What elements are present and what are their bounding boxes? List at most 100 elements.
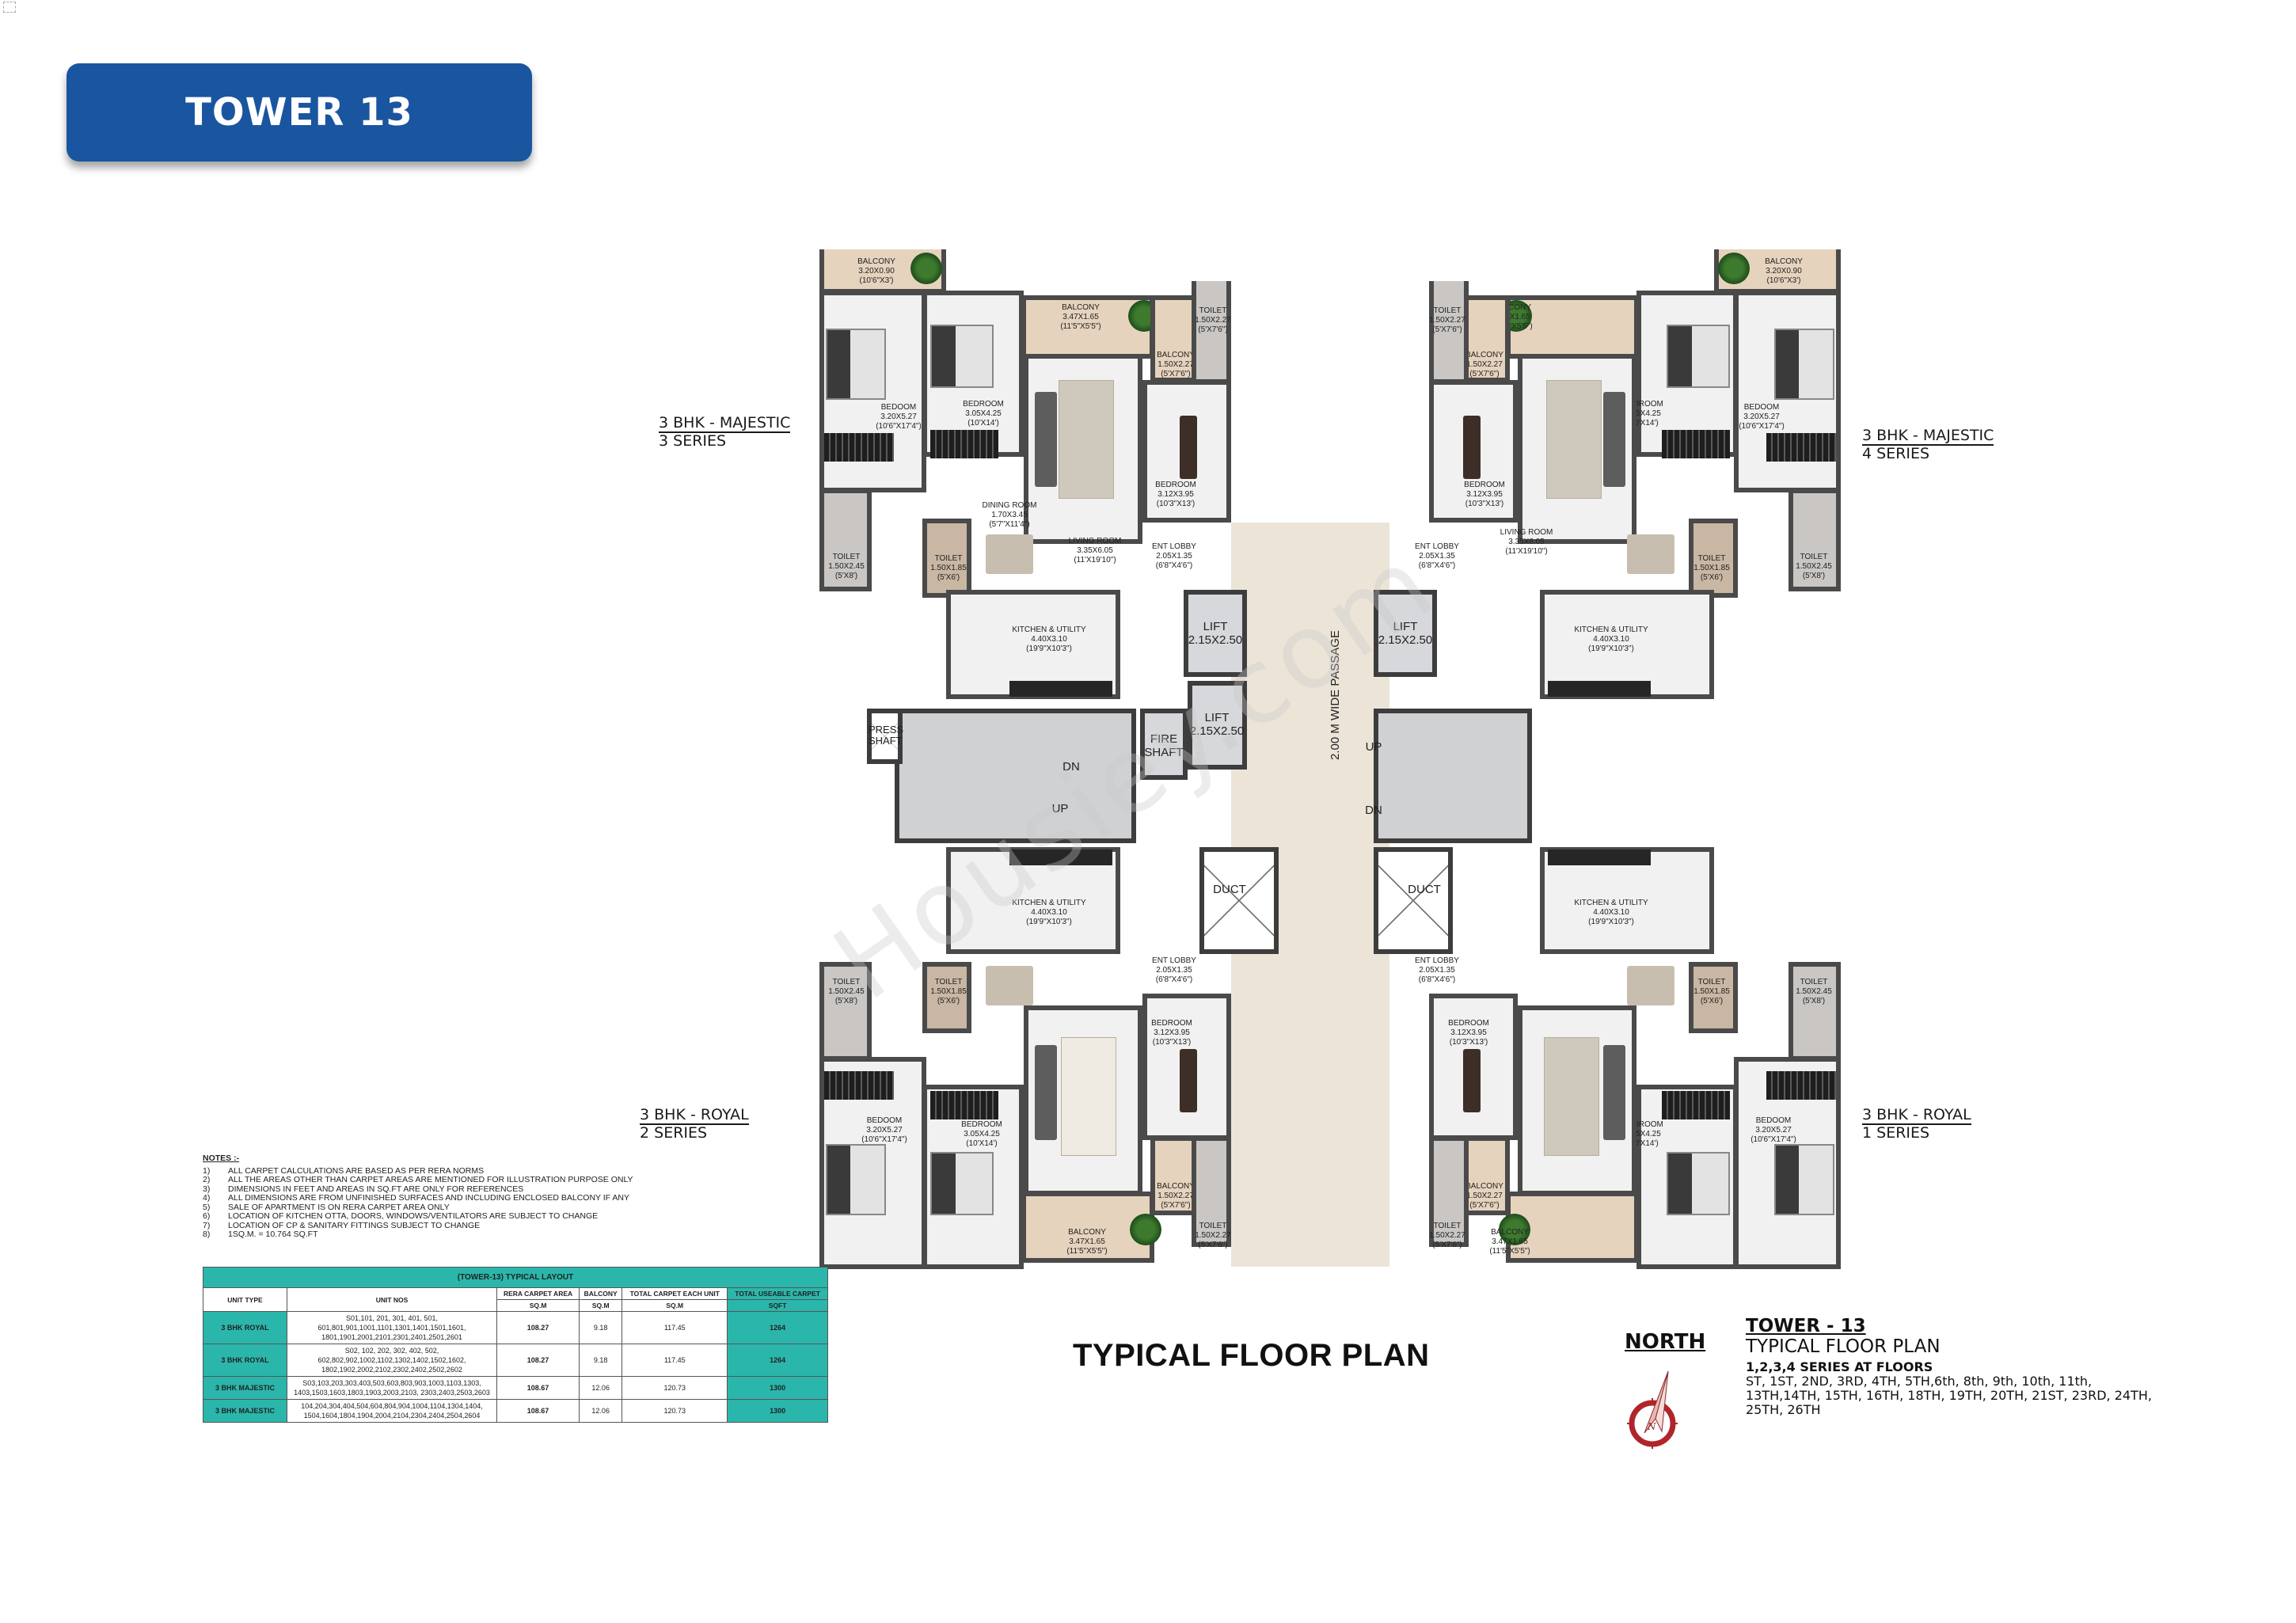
rug-icon xyxy=(1061,1037,1116,1156)
wardrobe-icon xyxy=(1766,1071,1836,1100)
note-item: 3)DIMENSIONS IN FEET AND AREAS IN SQ.FT … xyxy=(203,1184,524,1194)
wardrobe-icon xyxy=(930,1091,998,1119)
stair-dn-label: DN xyxy=(1365,804,1382,817)
bed-icon xyxy=(1667,1152,1730,1215)
dining-table-icon xyxy=(986,534,1033,574)
note-item: 5)SALE OF APARTMENT IS ON RERA CARPET AR… xyxy=(203,1202,450,1212)
unit-tag-royal-1: 3 BHK - ROYAL 1 SERIES xyxy=(1862,1107,1971,1141)
dining-table-icon xyxy=(986,966,1033,1005)
tower-title: TOWER 13 xyxy=(185,90,413,135)
wardrobe-icon xyxy=(824,1071,894,1100)
toilet-tr-b xyxy=(1689,519,1738,598)
svg-text:N: N xyxy=(1647,1421,1656,1432)
wardrobe-icon xyxy=(1662,1091,1730,1119)
col-header-usable: TOTAL USEABLE CARPET xyxy=(727,1287,828,1300)
staircase-left xyxy=(895,709,1136,843)
rug-icon xyxy=(1059,380,1114,499)
toilet-br-c xyxy=(1429,1136,1469,1247)
toilet-tr-c xyxy=(1429,281,1469,384)
unit-label: SQ.M xyxy=(622,1299,728,1312)
wardrobe-icon xyxy=(824,433,894,462)
unit-series: 3 SERIES xyxy=(659,432,727,450)
bed-icon xyxy=(826,329,886,400)
col-header-balcony: BALCONY xyxy=(579,1287,623,1300)
kitchen-counter-icon xyxy=(1548,850,1651,865)
toilet-bl-a xyxy=(819,962,872,1061)
col-header-total-carpet: TOTAL CARPET EACH UNIT xyxy=(622,1287,728,1300)
dining-table-icon xyxy=(1627,966,1674,1005)
unit-label: SQ.M xyxy=(496,1299,580,1312)
notes-title: NOTES :- xyxy=(203,1154,240,1163)
table-row: 3 BHK ROYAL S01,101, 201, 301, 401, 501,… xyxy=(203,1311,828,1344)
bed-icon xyxy=(1463,1049,1481,1112)
typical-floor-plan-heading: TYPICAL FLOOR PLAN xyxy=(1073,1338,1430,1373)
north-compass-icon: N xyxy=(1627,1370,1678,1449)
legend-series: 1,2,3,4 SERIES AT FLOORS xyxy=(1746,1359,1933,1374)
duct-right xyxy=(1374,847,1453,954)
toilet-tl-a xyxy=(819,488,872,591)
bed-icon xyxy=(1774,1144,1834,1215)
kitchen-counter-icon xyxy=(1009,850,1112,865)
unit-series: 1 SERIES xyxy=(1862,1124,1930,1142)
plant-icon xyxy=(1718,253,1750,284)
table-caption: (TOWER-13) TYPICAL LAYOUT xyxy=(203,1267,828,1288)
balcony-bl-side xyxy=(1150,1136,1196,1215)
unit-label: SQ.M xyxy=(579,1299,623,1312)
dining-table-icon xyxy=(1627,534,1674,574)
legend-title: TOWER - 13 xyxy=(1746,1316,1866,1336)
bed-icon xyxy=(1667,325,1730,388)
unit-tag-majestic-3: 3 BHK - MAJESTIC 3 SERIES xyxy=(659,415,791,450)
wardrobe-icon xyxy=(1766,433,1836,462)
note-item: 7)LOCATION OF CP & SANITARY FITTINGS SUB… xyxy=(203,1220,481,1230)
room-label: FIRE SHAFT xyxy=(1144,732,1184,759)
unit-tag-majestic-4: 3 BHK - MAJESTIC 4 SERIES xyxy=(1862,428,1994,462)
toilet-br-b xyxy=(1689,962,1738,1033)
staircase-right xyxy=(1374,709,1532,843)
unit-series: 2 SERIES xyxy=(640,1124,708,1142)
unit-area-table: (TOWER-13) TYPICAL LAYOUT UNIT TYPE UNIT… xyxy=(203,1267,828,1423)
legend-subtitle: TYPICAL FLOOR PLAN xyxy=(1746,1336,1941,1357)
unit-tag-royal-2: 3 BHK - ROYAL 2 SERIES xyxy=(640,1107,749,1141)
balcony-tr-side xyxy=(1464,295,1510,382)
bed-icon xyxy=(1180,416,1197,479)
unit-type: 3 BHK - MAJESTIC xyxy=(1862,427,1994,446)
note-item: 4)ALL DIMENSIONS ARE FROM UNFINISHED SUR… xyxy=(203,1193,630,1203)
corner-thumbnail-icon xyxy=(3,2,16,13)
stair-up-label: UP xyxy=(1051,802,1069,815)
fire-shaft xyxy=(1140,709,1188,780)
press-shaft xyxy=(867,709,903,764)
table-row: 3 BHK MAJESTIC 104,204,304,404,504,604,8… xyxy=(203,1399,828,1423)
table-row: 3 BHK MAJESTIC S03,103,203,303,403,503,6… xyxy=(203,1376,828,1400)
toilet-tl-b xyxy=(922,519,971,598)
room-label: DUCT xyxy=(1408,883,1441,896)
col-header-rera: RERA CARPET AREA xyxy=(496,1287,580,1300)
